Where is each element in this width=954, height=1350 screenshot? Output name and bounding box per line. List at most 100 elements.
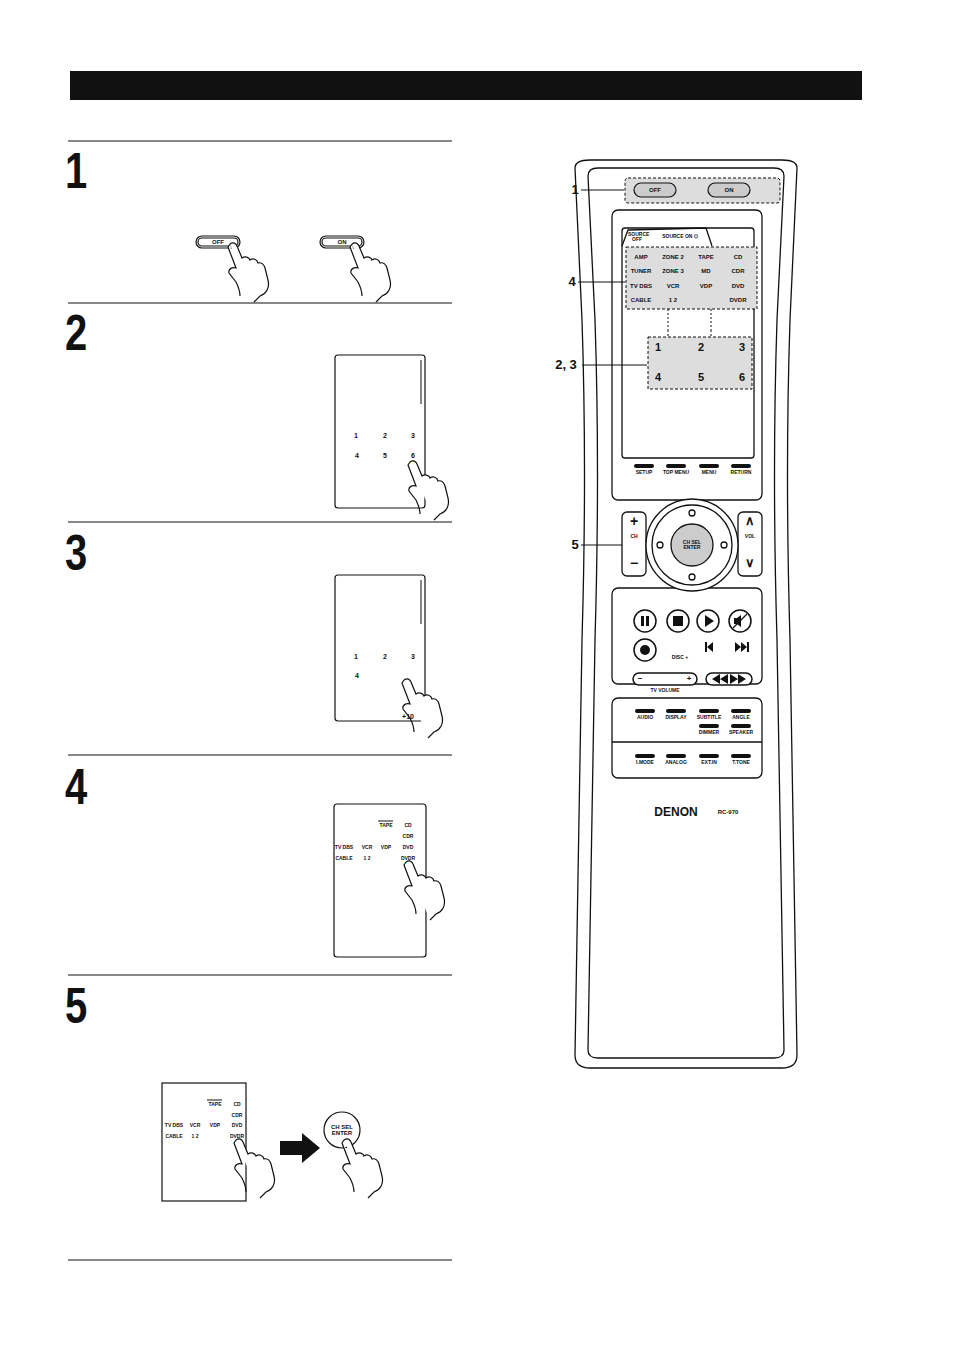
label: SETUP <box>636 470 653 475</box>
label: ANALOG <box>665 760 687 765</box>
label: ZONE 3 <box>662 268 684 274</box>
label: CABLE <box>335 856 352 861</box>
label: 4 <box>655 372 661 384</box>
label: 1 2 <box>669 297 677 303</box>
label: 1 2 <box>364 856 371 861</box>
label: MD <box>701 268 710 274</box>
label: TV VOLUME <box>650 688 679 693</box>
step-buttons <box>196 236 364 248</box>
label: 4 <box>355 672 359 679</box>
label: CD <box>734 254 743 260</box>
label: 3 <box>411 653 415 660</box>
label: CH <box>630 534 637 539</box>
label: 5 <box>698 372 704 384</box>
panel-marks <box>207 360 421 1100</box>
label: VCR <box>190 1123 201 1128</box>
label: CABLE <box>165 1134 182 1139</box>
label: VDP <box>381 845 391 850</box>
separators <box>68 141 452 1260</box>
label: TAPE <box>380 823 393 828</box>
label: DVD <box>232 1123 243 1128</box>
label: TV DBS <box>335 845 353 850</box>
remote-buttons <box>634 183 750 197</box>
label: 1 2 <box>192 1134 199 1139</box>
step-number: 2 <box>65 307 87 360</box>
label: SPEAKER <box>729 730 753 735</box>
label: CD <box>233 1102 240 1107</box>
label: MENU <box>702 470 717 475</box>
label: DVD <box>732 283 745 289</box>
label: 6 <box>411 452 415 459</box>
label: 2 <box>383 653 387 660</box>
label: TV DBS <box>630 283 652 289</box>
label: TAPE <box>209 1102 222 1107</box>
label: CDR <box>732 268 745 274</box>
label: DENON <box>654 806 697 819</box>
remote-body <box>575 160 797 1068</box>
label: VDP <box>210 1123 220 1128</box>
step-number: 3 <box>65 527 87 580</box>
label: OFF <box>212 239 224 245</box>
label: 4 <box>568 275 575 289</box>
label: AUDIO <box>637 715 653 720</box>
label: CH SEL ENTER <box>329 1124 355 1137</box>
label: DISPLAY <box>665 715 686 720</box>
label: ∨ <box>745 556 755 570</box>
label: DISC + <box>672 655 688 660</box>
dpad <box>622 499 762 591</box>
label: DVDR <box>729 297 746 303</box>
label: VCR <box>667 283 680 289</box>
panels <box>162 355 426 1201</box>
label: 5 <box>571 538 578 552</box>
label: DVDR <box>401 856 415 861</box>
transport-buttons <box>633 610 752 685</box>
label: 6 <box>739 372 745 384</box>
label: TV DBS <box>165 1123 183 1128</box>
label: + <box>630 514 638 529</box>
label: DIMMER <box>699 730 719 735</box>
label: 1 <box>655 342 661 354</box>
label: OFF <box>649 187 661 193</box>
step-number: 5 <box>65 980 87 1033</box>
label: CD <box>404 823 411 828</box>
callout-areas <box>578 178 780 545</box>
label: EXT.IN <box>701 760 717 765</box>
label: I.MODE <box>636 760 654 765</box>
label: VCR <box>362 845 373 850</box>
label: CABLE <box>631 297 652 303</box>
label: TAPE <box>698 254 714 260</box>
label: T.TONE <box>732 760 750 765</box>
label: 4 <box>355 452 359 459</box>
label: ON <box>725 187 734 193</box>
label: TUNER <box>631 268 652 274</box>
label: DVDR <box>230 1134 244 1139</box>
label: ANGLE <box>732 715 750 720</box>
label: ∧ <box>745 514 755 528</box>
label: CDR <box>232 1113 243 1118</box>
label: VDP <box>700 283 712 289</box>
label: + <box>687 675 692 683</box>
step-number: 4 <box>65 761 87 814</box>
label: 2 <box>698 342 704 354</box>
soft-keys <box>634 464 751 758</box>
label: SUBTITLE <box>697 715 721 720</box>
label: 3 <box>411 432 415 439</box>
label: 5 <box>383 452 387 459</box>
step-number: 1 <box>65 145 87 198</box>
label: 2, 3 <box>555 358 577 372</box>
label: − <box>638 675 643 683</box>
label: 1 <box>354 653 358 660</box>
label: RC-970 <box>718 809 739 815</box>
label: VOL <box>745 534 755 539</box>
label: +10 <box>402 713 414 720</box>
label: DVD <box>403 845 414 850</box>
label: 2 <box>383 432 387 439</box>
label: − <box>630 556 638 571</box>
transport-symbols <box>640 614 749 684</box>
label: ZONE 2 <box>662 254 684 260</box>
header-bar <box>70 71 862 100</box>
label: CDR <box>403 834 414 839</box>
label: SOURCE OFF <box>628 232 646 243</box>
label: TOP MENU <box>663 470 689 475</box>
